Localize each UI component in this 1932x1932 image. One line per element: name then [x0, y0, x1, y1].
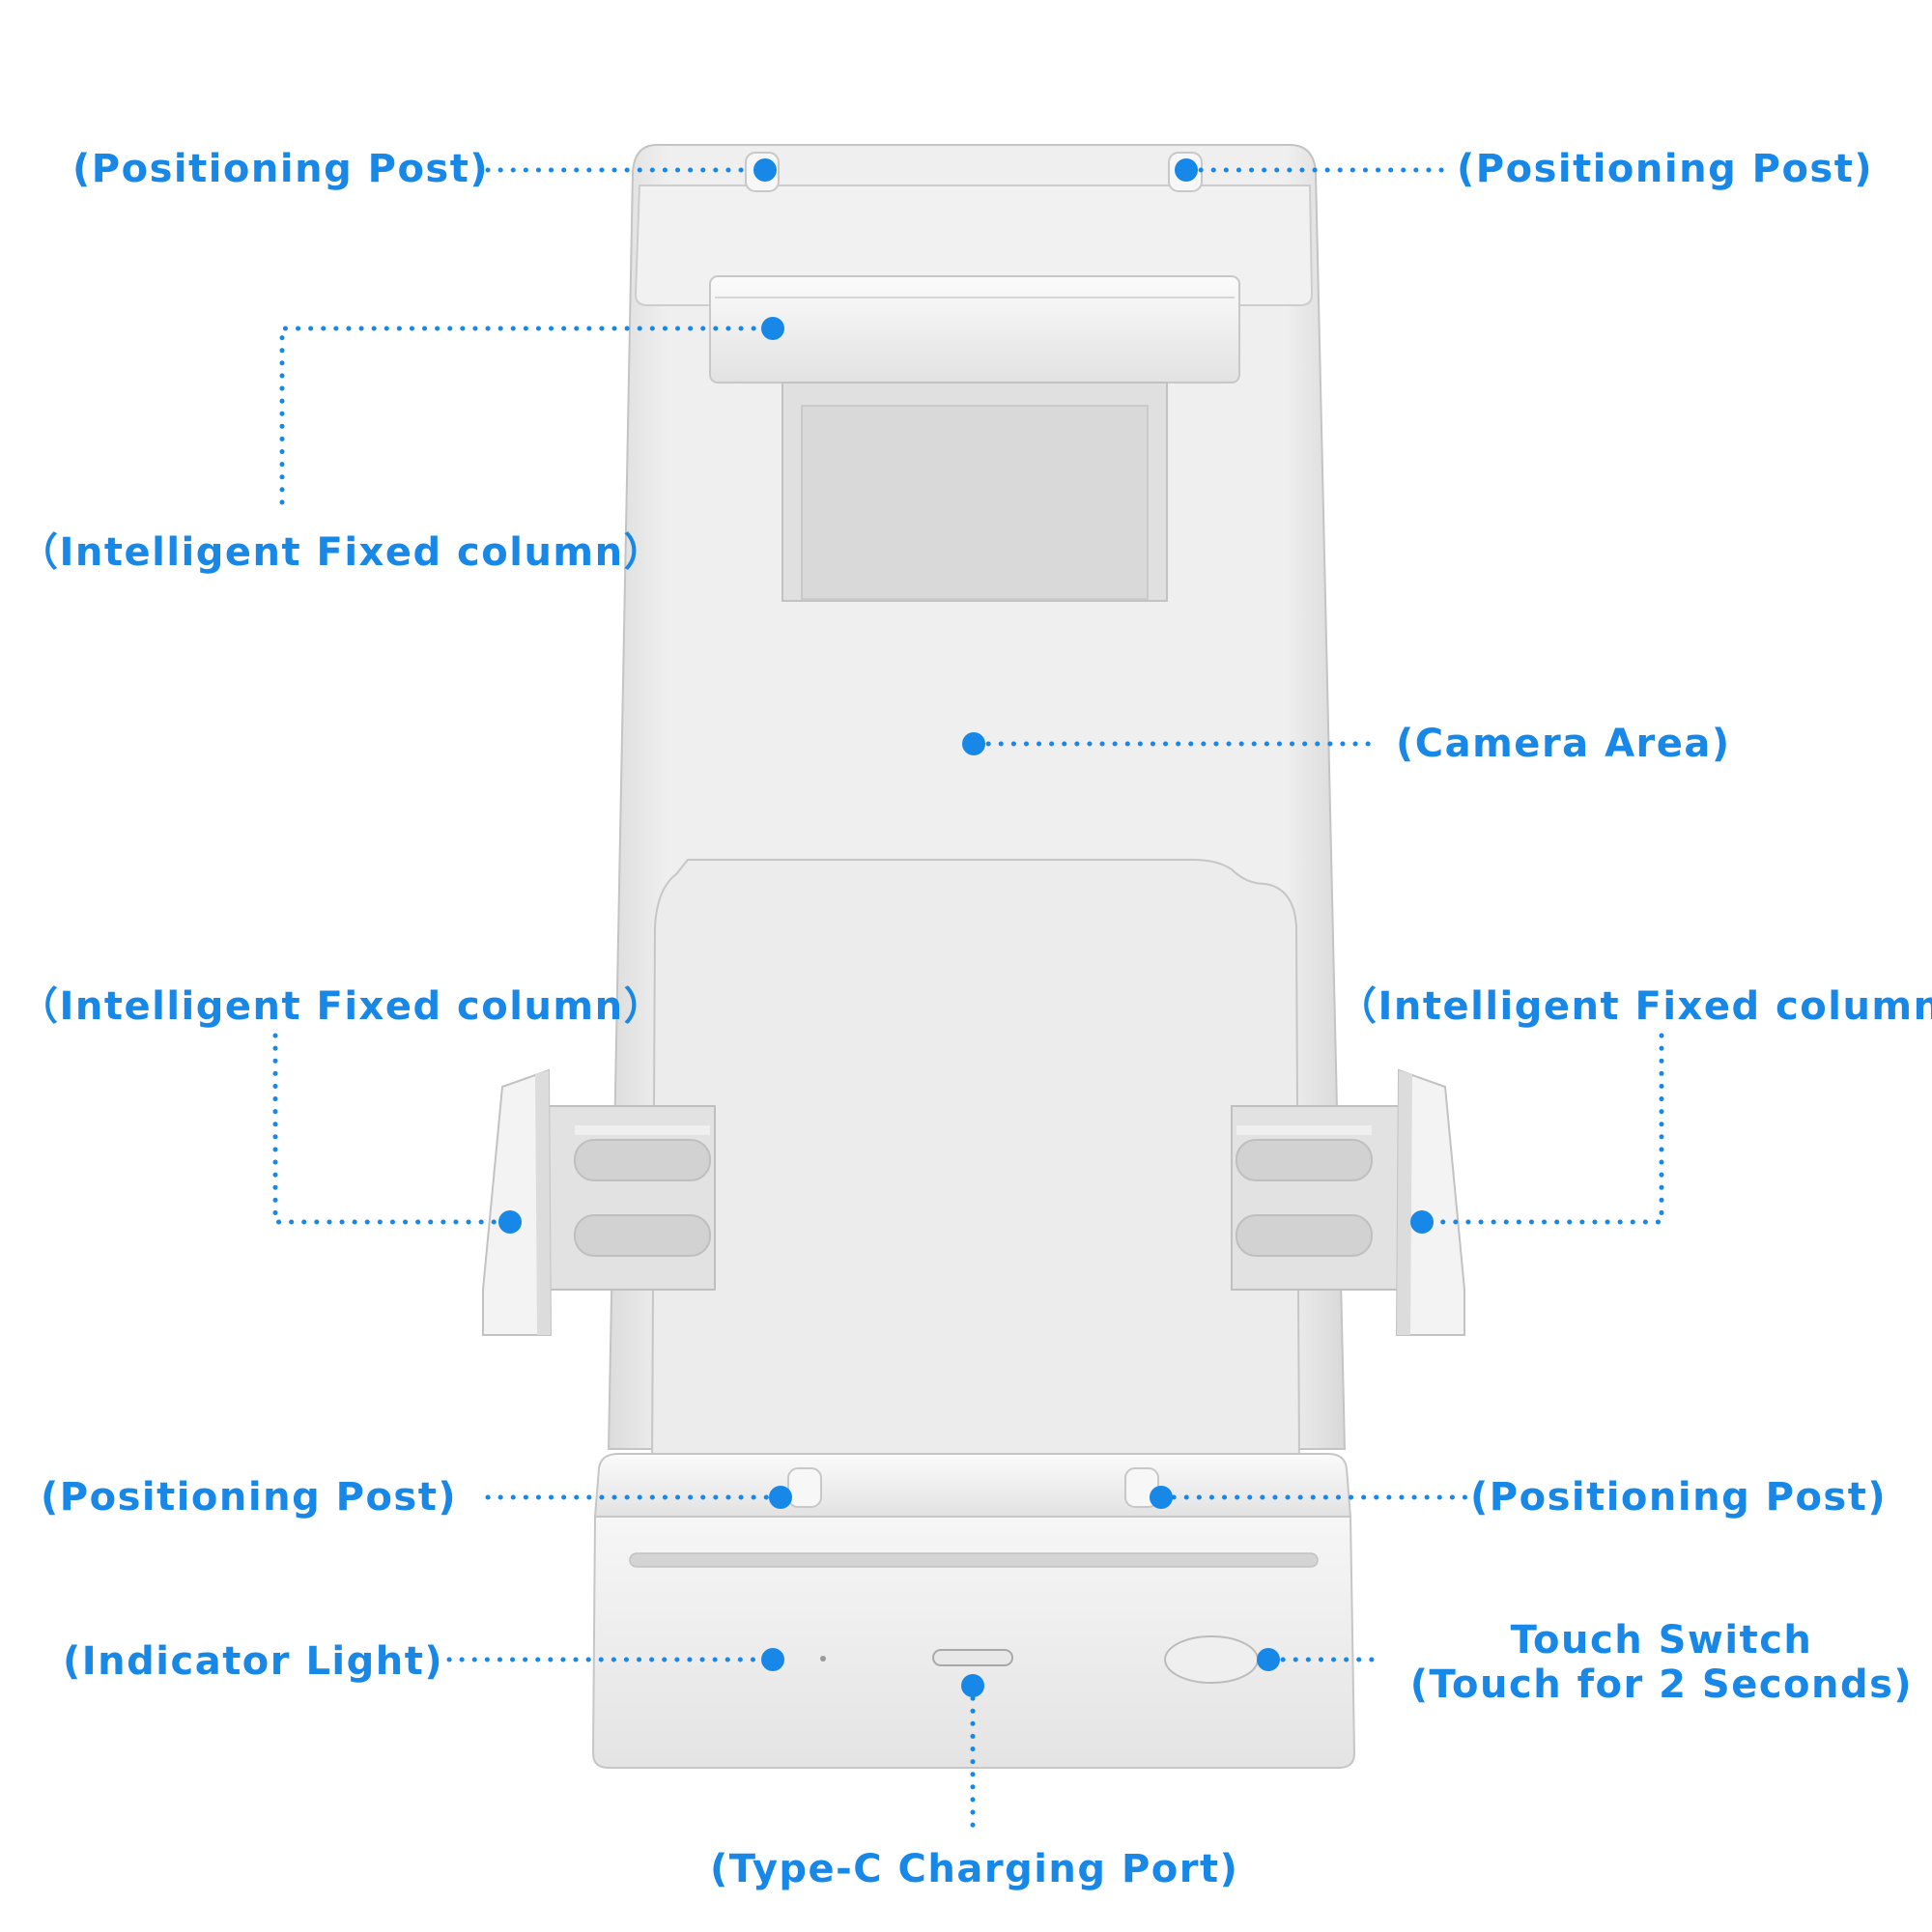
- dot-fixed-column-right: [1410, 1210, 1434, 1234]
- label-indicator-light: (Indicator Light): [63, 1639, 444, 1684]
- dot-post-bottom-right: [1150, 1486, 1173, 1509]
- dot-post-top-right: [1175, 158, 1198, 182]
- dot-fixed-column-left: [498, 1210, 522, 1234]
- dot-fixed-column-top: [761, 317, 784, 340]
- label-touch-switch-line2: (Touch for 2 Seconds): [1409, 1662, 1914, 1707]
- fixed-column-top-bar: [709, 275, 1240, 384]
- leader-fixed-column-left: [272, 1033, 513, 1225]
- label-fixed-column-top: （Intelligent Fixed column）: [19, 530, 665, 575]
- label-touch-switch-line1: Touch Switch: [1510, 1618, 1813, 1662]
- label-touch-switch: Touch Switch (Touch for 2 Seconds): [1391, 1618, 1932, 1707]
- dot-post-top-left: [753, 158, 777, 182]
- indicator-light: [820, 1656, 826, 1662]
- touch-switch: [1164, 1635, 1259, 1684]
- label-type-c-port: (Type-C Charging Port): [710, 1847, 1239, 1891]
- positioning-post-bottom-left: [787, 1467, 822, 1508]
- label-fixed-column-left: （Intelligent Fixed column）: [19, 984, 665, 1029]
- label-fixed-column-right: （Intelligent Fixed column）: [1338, 984, 1932, 1029]
- leader-lines: [272, 167, 1664, 1833]
- type-c-port: [932, 1649, 1013, 1666]
- device-base: [591, 1516, 1356, 1769]
- label-positioning-post-top-right: (Positioning Post): [1457, 147, 1874, 191]
- label-positioning-post-top-left: (Positioning Post): [72, 147, 490, 191]
- dot-camera-area: [962, 732, 985, 755]
- marker-dots: [498, 158, 1434, 1697]
- side-clamp-right: [1231, 1068, 1465, 1336]
- device-back-rest: [650, 859, 1301, 1469]
- label-positioning-post-bottom-right: (Positioning Post): [1470, 1475, 1888, 1520]
- label-camera-area: (Camera Area): [1396, 722, 1731, 766]
- dot-indicator-light: [761, 1648, 784, 1671]
- camera-window: [781, 382, 1168, 602]
- side-clamp-left: [482, 1068, 716, 1336]
- dot-post-bottom-left: [769, 1486, 792, 1509]
- label-positioning-post-bottom-left: (Positioning Post): [41, 1475, 458, 1520]
- leader-fixed-column-right: [1419, 1033, 1664, 1225]
- device-bottom-ledge: [593, 1453, 1352, 1518]
- dot-type-c-port: [961, 1674, 984, 1697]
- dot-touch-switch: [1257, 1648, 1280, 1671]
